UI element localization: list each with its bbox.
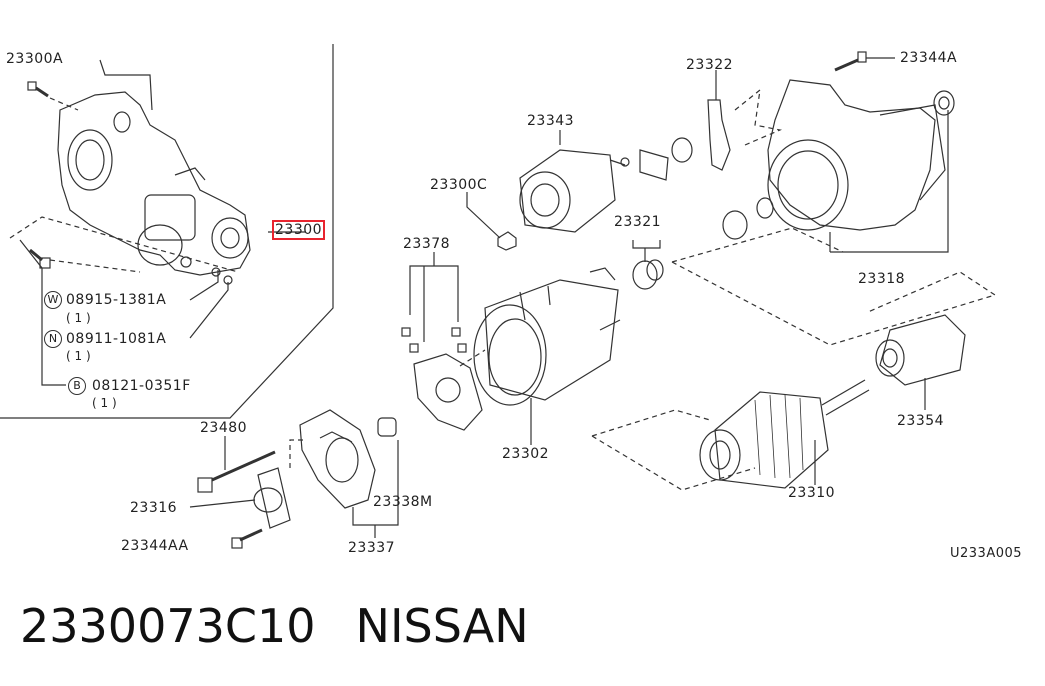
label-23302: 23302 [502, 446, 550, 462]
label-23480: 23480 [200, 420, 248, 436]
highlighted-part-23300[interactable]: 23300 [272, 220, 326, 240]
label-23344A: 23344A [900, 50, 958, 66]
label-23322: 23322 [686, 57, 734, 73]
lever-23322 [707, 70, 783, 171]
pinion-23354 [875, 314, 966, 410]
gear-23321 [632, 197, 774, 290]
label-23354: 23354 [897, 413, 945, 429]
bolt-08121 [19, 239, 66, 386]
inset-border [0, 44, 334, 419]
yoke-23302 [473, 267, 621, 445]
label-23318: 23318 [858, 271, 906, 287]
solenoid-23343 [519, 130, 630, 233]
brushes-23378 [401, 252, 483, 431]
end-plate-23337 [299, 409, 399, 538]
label-23310: 23310 [788, 485, 836, 501]
fastener-part-08915: 08915-1381A [66, 292, 167, 308]
spring-plate [639, 137, 693, 181]
fastener-qty-08911: ( 1 ) [66, 349, 91, 363]
housing-23318 [767, 79, 955, 253]
label-23300: 23300 [272, 220, 326, 240]
screw-23344AA [231, 528, 263, 549]
diagram-code: U233A005 [950, 546, 1023, 561]
label-23300A: 23300A [6, 51, 64, 67]
armature-23310 [699, 379, 870, 489]
fastener-part-08121: 08121-0351F [92, 378, 191, 394]
bolt-23300A [27, 81, 79, 111]
through-bolt-23480 [197, 436, 276, 493]
footer-brand: NISSAN [355, 599, 529, 653]
label-23321: 23321 [614, 214, 662, 230]
footer-part-number: 2330073C10 [20, 599, 316, 653]
cap-23316 [189, 439, 305, 529]
label-23316: 23316 [130, 500, 178, 516]
fastener-qty-08121: ( 1 ) [92, 396, 117, 410]
washer-badge: W [44, 291, 62, 309]
footer-title: 2330073C10 NISSAN [20, 598, 529, 654]
bolt-badge: B [68, 377, 86, 395]
label-23337: 23337 [348, 540, 396, 556]
label-23343: 23343 [527, 113, 575, 129]
fastener-qty-08915: ( 1 ) [66, 311, 91, 325]
label-23344AA: 23344AA [121, 538, 189, 554]
fastener-part-08911: 08911-1081A [66, 331, 167, 347]
nut-badge: N [44, 330, 62, 348]
nut-23300C [466, 192, 517, 251]
label-23378: 23378 [403, 236, 451, 252]
label-23338M: 23338M [373, 494, 433, 510]
starter-assembly-sketch [57, 59, 251, 285]
bolt-23344A [834, 51, 895, 72]
label-23300C: 23300C [430, 177, 488, 193]
